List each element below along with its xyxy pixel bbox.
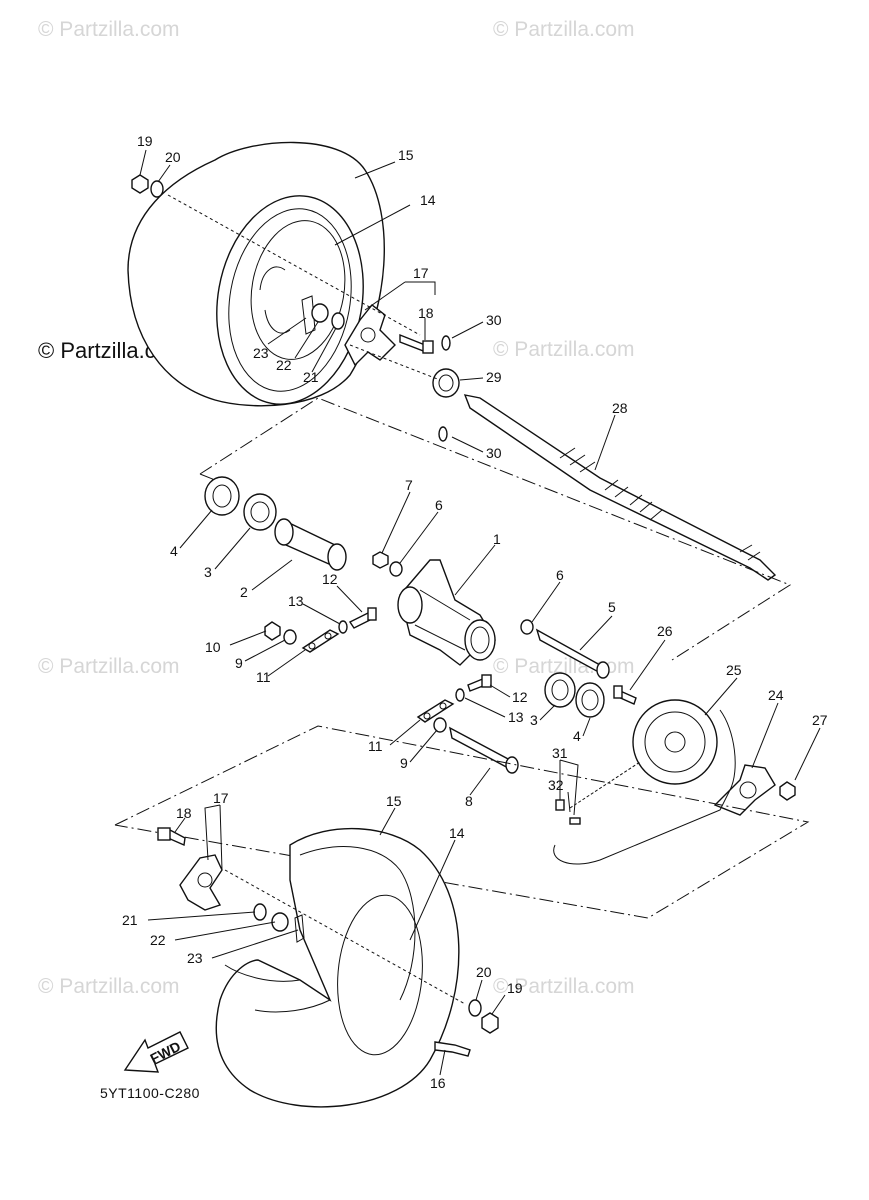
callout-9b: 9 — [400, 755, 408, 771]
spacer-2 — [274, 518, 347, 571]
watermark-mid-right: © Partzilla.com — [493, 338, 635, 361]
nut-7 — [372, 551, 389, 569]
bolt-8 — [449, 726, 519, 774]
watermark-bottom-right: © Partzilla.com — [493, 975, 635, 998]
diagram-code: 5YT1100-C280 — [100, 1085, 200, 1101]
bearing-3a — [243, 493, 277, 531]
lower-hub-parts — [157, 827, 499, 1057]
bolt-12b — [467, 674, 492, 692]
callout-21a: 21 — [303, 369, 319, 385]
callout-24: 24 — [768, 687, 784, 703]
callout-22a: 22 — [276, 357, 292, 373]
watermark-top-right: © Partzilla.com — [493, 18, 635, 41]
callout-32: 32 — [548, 777, 564, 793]
callout-16: 16 — [430, 1075, 446, 1091]
callout-9a: 9 — [235, 655, 243, 671]
housing-1 — [397, 559, 496, 666]
washer-9a — [283, 629, 297, 645]
callout-1: 1 — [493, 531, 501, 547]
callout-10: 10 — [205, 639, 221, 655]
callout-12b: 12 — [512, 689, 528, 705]
sprocket-25 — [632, 699, 718, 785]
callout-27: 27 — [812, 712, 828, 728]
seal-4b — [575, 682, 605, 718]
callout-8: 8 — [465, 793, 473, 809]
washer-6a — [389, 561, 403, 577]
callout-19b: 19 — [507, 980, 523, 996]
washer-6b — [520, 619, 534, 635]
plate-11b — [416, 699, 455, 723]
leader-lines — [139, 149, 821, 1076]
callout-30b: 30 — [486, 445, 502, 461]
callout-11b: 11 — [368, 738, 383, 754]
callout-4a: 4 — [170, 543, 178, 559]
callout-6a: 6 — [435, 497, 443, 513]
callout-6b: 6 — [556, 567, 564, 583]
fwd-label: FWD — [147, 1038, 183, 1067]
callout-7: 7 — [405, 477, 413, 493]
fwd-arrow-icon: FWD — [123, 1031, 189, 1073]
bolt-26 — [613, 685, 637, 705]
callout-12a: 12 — [322, 571, 338, 587]
callout-31: 31 — [552, 745, 568, 761]
callout-26: 26 — [657, 623, 673, 639]
adjuster-13a — [338, 620, 348, 634]
callout-18a: 18 — [418, 305, 434, 321]
adjuster-13b — [455, 688, 465, 702]
callout-13b: 13 — [508, 709, 524, 725]
callout-28: 28 — [612, 400, 628, 416]
callout-15b: 15 — [386, 793, 402, 809]
washer-9b — [433, 717, 447, 733]
bolt-12a — [348, 607, 377, 629]
watermark-lower-left: © Partzilla.com — [38, 655, 180, 678]
upper-tire — [127, 141, 385, 407]
callout-3b: 3 — [530, 712, 538, 728]
callout-13a: 13 — [288, 593, 304, 609]
callout-29: 29 — [486, 369, 502, 385]
watermark-top-left: © Partzilla.com — [38, 18, 180, 41]
callout-18b: 18 — [176, 805, 192, 821]
callout-17a: 17 — [413, 265, 429, 281]
callout-21b: 21 — [122, 912, 138, 928]
bearing-3b — [544, 672, 576, 708]
callout-11a: 11 — [256, 669, 271, 685]
callout-2: 2 — [240, 584, 248, 600]
callout-30a: 30 — [486, 312, 502, 328]
callout-15a: 15 — [398, 147, 414, 163]
watermark-bottom-left: © Partzilla.com — [38, 975, 180, 998]
callout-14a: 14 — [420, 192, 436, 208]
callout-4b: 4 — [573, 728, 581, 744]
bolt-5 — [535, 628, 610, 679]
callout-3a: 3 — [204, 564, 212, 580]
callout-17b: 17 — [213, 790, 229, 806]
bearing-4a — [204, 476, 240, 516]
rear-axle — [463, 394, 777, 581]
nut-10 — [264, 621, 281, 641]
callout-22b: 22 — [150, 932, 166, 948]
callout-14b: 14 — [449, 825, 465, 841]
upper-hub-parts — [131, 174, 460, 442]
callout-5: 5 — [608, 599, 616, 615]
callout-20b: 20 — [476, 964, 492, 980]
lower-tire — [215, 827, 460, 1108]
hub-24 — [713, 764, 776, 816]
callout-23b: 23 — [187, 950, 203, 966]
nut-27 — [779, 781, 796, 801]
callout-labels: 19 20 15 14 17 18 30 23 22 21 29 28 30 4… — [122, 133, 828, 1091]
chain-31 — [553, 709, 736, 865]
callout-25: 25 — [726, 662, 742, 678]
callout-23a: 23 — [253, 345, 269, 361]
plate-11a — [301, 629, 340, 653]
callout-20a: 20 — [165, 149, 181, 165]
callout-19a: 19 — [137, 133, 153, 149]
